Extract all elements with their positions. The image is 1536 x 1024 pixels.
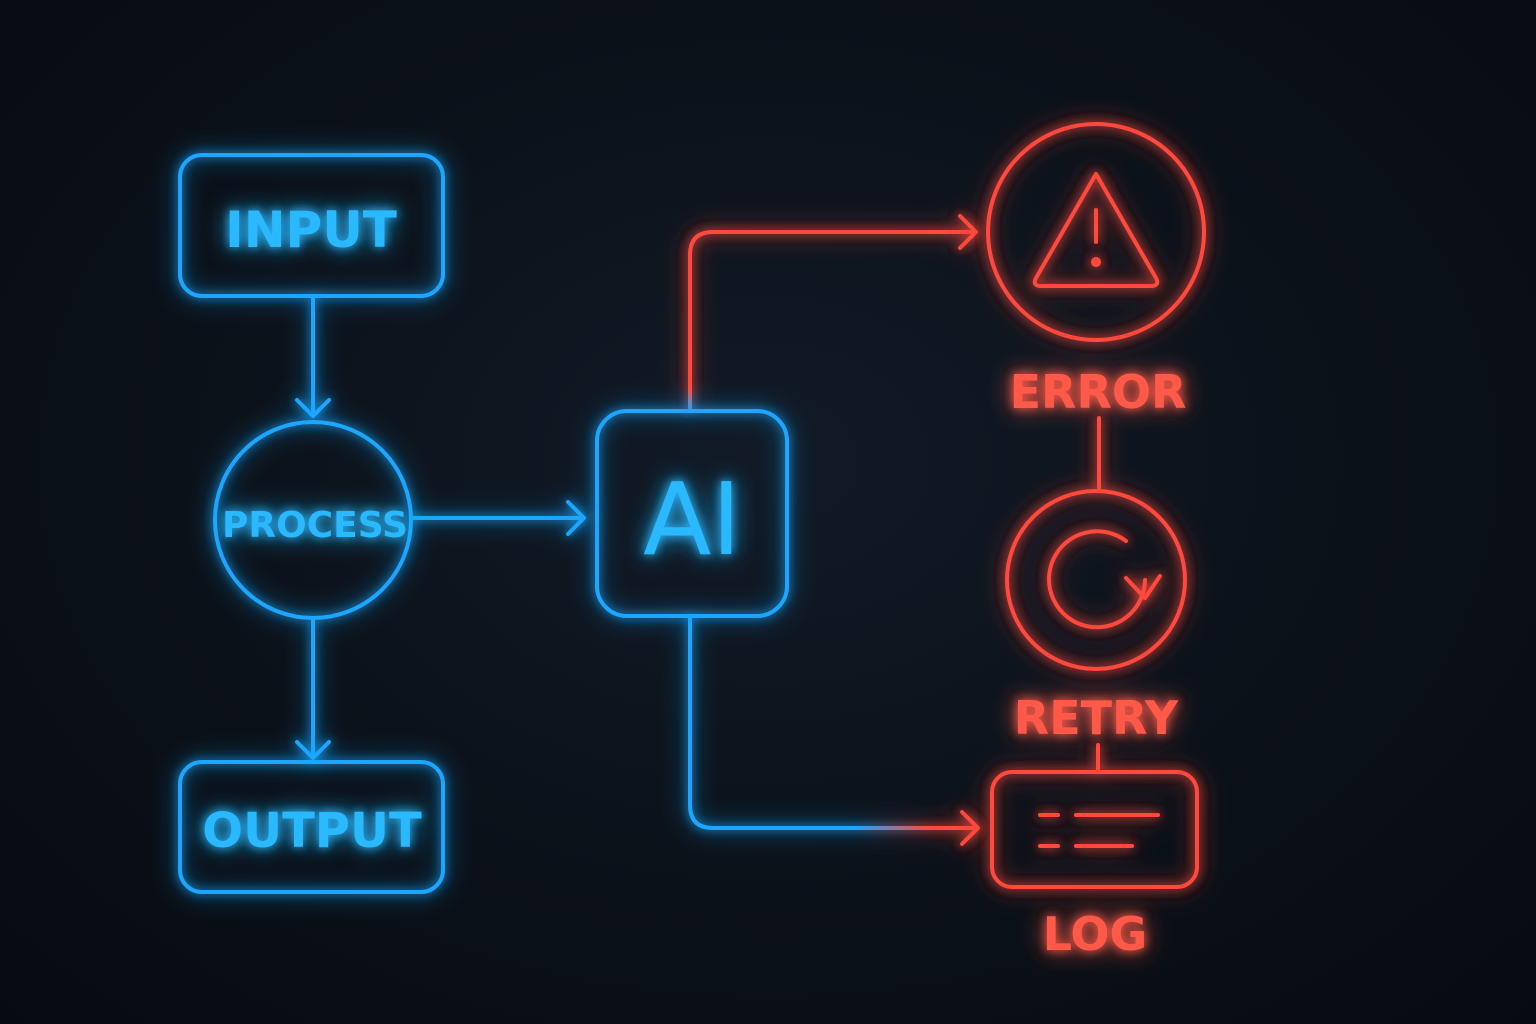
error-node: [986, 122, 1206, 342]
arrow-head-error: [958, 214, 978, 250]
arrow-head-process: [295, 398, 331, 418]
arrow-head-output: [295, 740, 331, 760]
refresh-arrow-icon: [1047, 529, 1162, 630]
error-label: ERROR: [1010, 365, 1187, 419]
arrow-head-ai: [566, 500, 586, 536]
log-node: [990, 770, 1199, 889]
input-label: INPUT: [225, 201, 397, 259]
warning-triangle-icon: [1032, 172, 1160, 288]
edge-ai-log: [688, 616, 980, 830]
output-node: [178, 760, 445, 894]
retry-node: [1005, 489, 1187, 671]
edge-ai-error: [688, 230, 977, 412]
process-label: PROCESS: [222, 505, 408, 546]
retry-label: RETRY: [1014, 691, 1179, 745]
log-label: LOG: [1043, 907, 1148, 961]
output-label: OUTPUT: [202, 803, 422, 859]
ai-label: AI: [643, 461, 741, 578]
ai-node: [595, 409, 789, 618]
arrow-head-log: [960, 810, 980, 846]
log-lines-icon: [1038, 813, 1160, 848]
